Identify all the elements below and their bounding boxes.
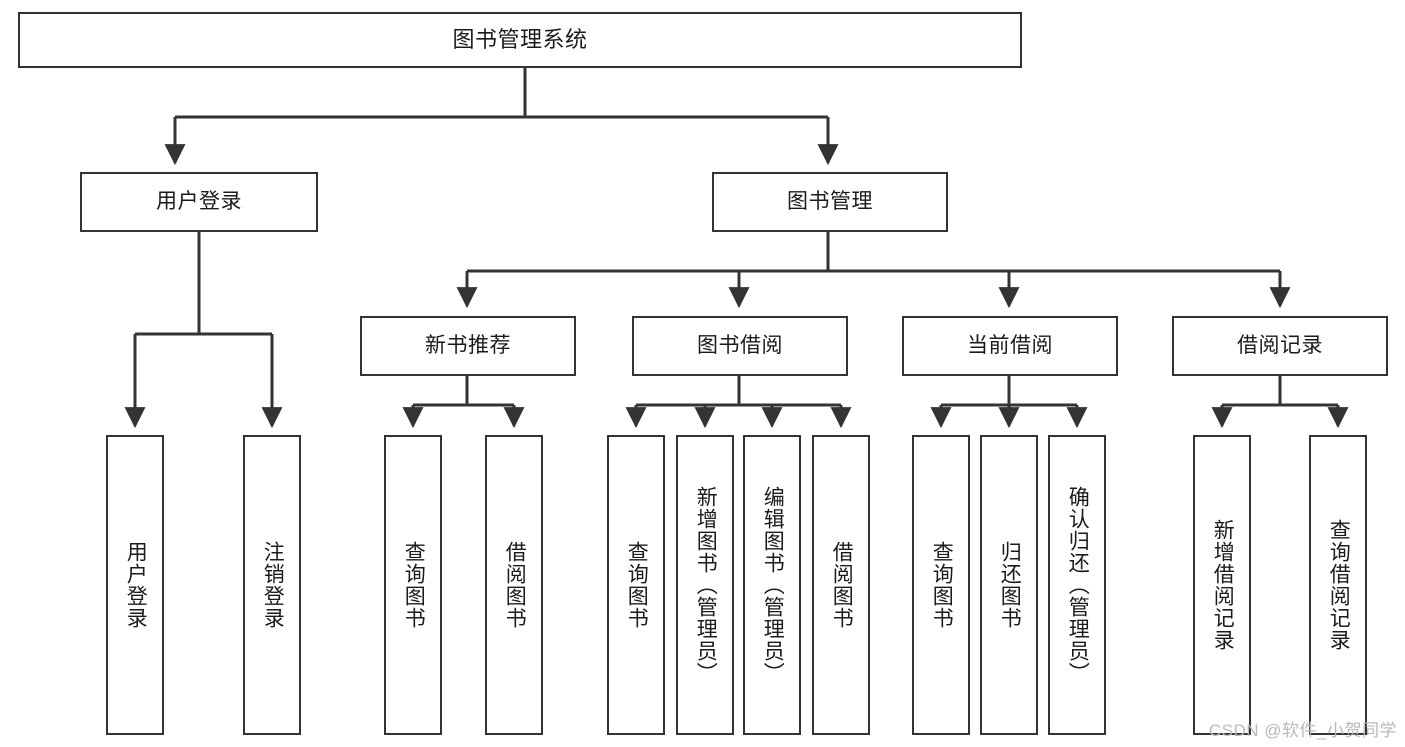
node-label: 借阅记录 xyxy=(1237,334,1323,358)
node-label: 用户登录 xyxy=(124,541,148,629)
leaf-current-borrow-query[interactable]: 查询图书 xyxy=(912,435,970,735)
leaf-user-login-logout[interactable]: 注销登录 xyxy=(243,435,301,735)
node-label: 图书管理 xyxy=(787,190,873,214)
leaf-book-borrow-add[interactable]: 新增图书（管理员） xyxy=(676,435,734,735)
node-new-book-recommend[interactable]: 新书推荐 xyxy=(360,316,576,376)
node-label: 查询图书 xyxy=(930,541,954,629)
node-label: 新增图书（管理员） xyxy=(694,486,718,684)
node-label: 注销登录 xyxy=(261,541,285,629)
leaf-current-borrow-confirm-return[interactable]: 确认归还（管理员） xyxy=(1048,435,1106,735)
node-label: 新书推荐 xyxy=(425,334,511,358)
node-borrow-record[interactable]: 借阅记录 xyxy=(1172,316,1388,376)
csdn-watermark: CSDN @软件_小贺同学 xyxy=(1208,721,1397,740)
node-label: 当前借阅 xyxy=(967,334,1053,358)
node-label: 图书管理系统 xyxy=(452,26,588,52)
leaf-book-borrow-borrow[interactable]: 借阅图书 xyxy=(812,435,870,735)
leaf-new-book-query[interactable]: 查询图书 xyxy=(384,435,442,735)
node-label: 用户登录 xyxy=(156,190,242,214)
leaf-new-book-borrow[interactable]: 借阅图书 xyxy=(485,435,543,735)
leaf-borrow-record-query[interactable]: 查询借阅记录 xyxy=(1309,435,1367,735)
node-label: 新增借阅记录 xyxy=(1211,519,1235,651)
node-user-login[interactable]: 用户登录 xyxy=(80,172,318,232)
node-label: 查询图书 xyxy=(625,541,649,629)
node-label: 图书借阅 xyxy=(697,334,783,358)
node-label: 确认归还（管理员） xyxy=(1066,486,1090,684)
node-current-borrow[interactable]: 当前借阅 xyxy=(902,316,1118,376)
node-label: 查询图书 xyxy=(402,541,426,629)
leaf-current-borrow-return[interactable]: 归还图书 xyxy=(980,435,1038,735)
leaf-book-borrow-edit[interactable]: 编辑图书（管理员） xyxy=(743,435,801,735)
node-book-management[interactable]: 图书管理 xyxy=(712,172,948,232)
node-book-borrow[interactable]: 图书借阅 xyxy=(632,316,848,376)
node-label: 借阅图书 xyxy=(830,541,854,629)
node-label: 查询借阅记录 xyxy=(1327,519,1351,651)
leaf-borrow-record-add[interactable]: 新增借阅记录 xyxy=(1193,435,1251,735)
node-label: 借阅图书 xyxy=(503,541,527,629)
leaf-book-borrow-query[interactable]: 查询图书 xyxy=(607,435,665,735)
node-label: 归还图书 xyxy=(998,541,1022,629)
node-root-library-system[interactable]: 图书管理系统 xyxy=(18,12,1022,68)
node-label: 编辑图书（管理员） xyxy=(761,486,785,684)
leaf-user-login-login[interactable]: 用户登录 xyxy=(106,435,164,735)
